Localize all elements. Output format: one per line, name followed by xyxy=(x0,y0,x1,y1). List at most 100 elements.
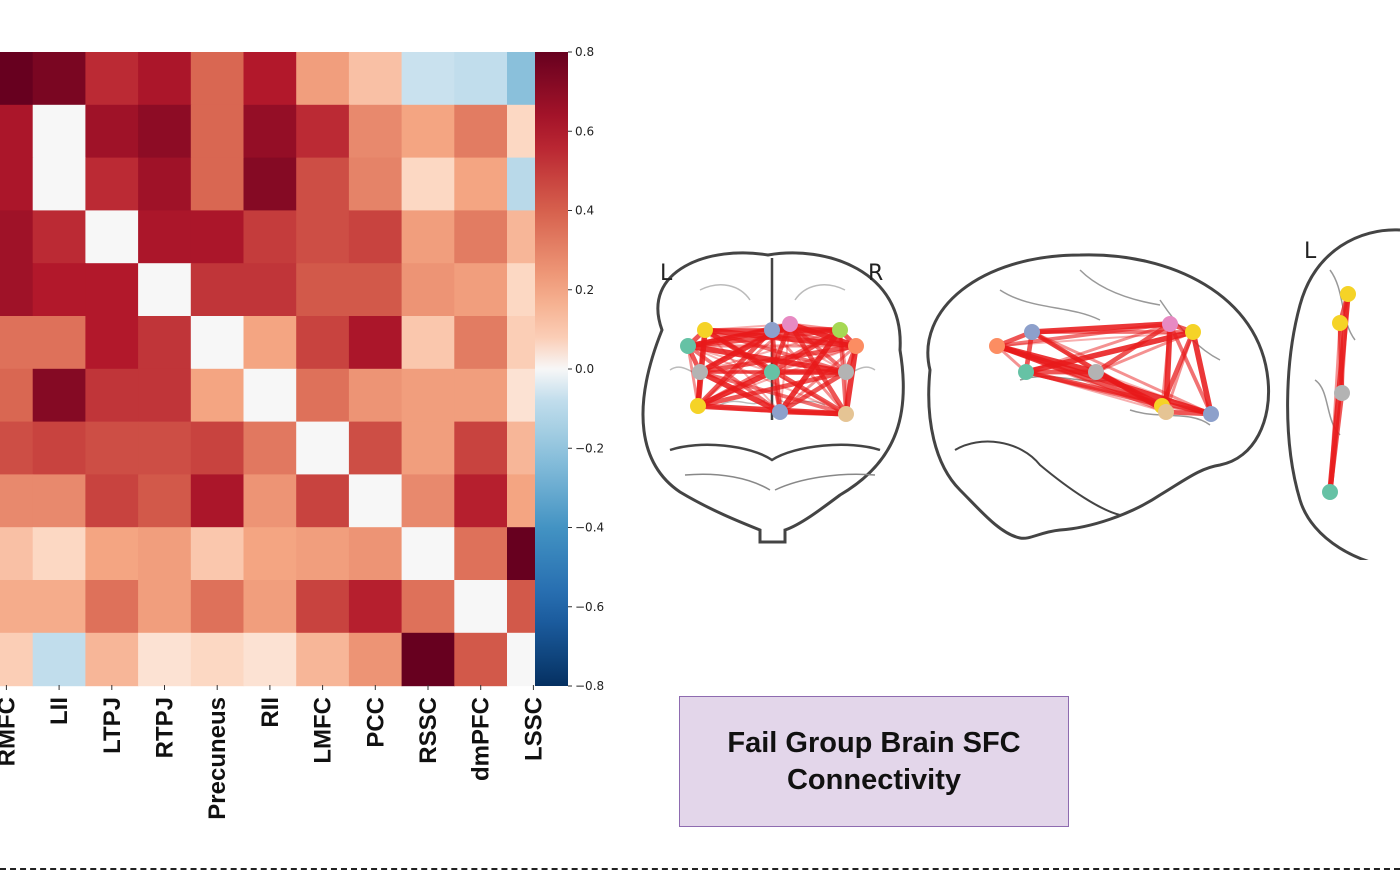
heatmap-cell xyxy=(32,368,86,423)
heatmap-cell xyxy=(0,632,34,687)
heatmap-cell xyxy=(138,421,192,475)
heatmap-cell xyxy=(296,580,350,634)
connection-edge xyxy=(1337,320,1345,396)
heatmap-cell xyxy=(138,316,192,370)
heatmap-cell xyxy=(454,157,508,211)
heatmap-cell xyxy=(454,580,508,634)
heatmap-cell xyxy=(243,210,297,264)
heatmap-cell xyxy=(190,368,245,423)
heatmap-cell xyxy=(296,527,350,581)
heatmap-cell xyxy=(190,632,245,687)
heatmap-cell xyxy=(0,157,34,211)
heatmap-cell xyxy=(32,527,86,581)
x-tick-label: RSSC xyxy=(415,697,442,764)
heatmap-cell xyxy=(85,527,139,581)
heatmap-cell xyxy=(401,316,455,370)
heatmap-cell xyxy=(190,210,245,264)
heatmap-cell xyxy=(85,580,139,634)
heatmap-cell xyxy=(454,368,508,423)
heatmap-cell xyxy=(454,104,508,159)
heatmap-cells xyxy=(0,52,561,690)
region-node xyxy=(764,322,780,338)
heatmap-cell xyxy=(348,632,403,687)
heatmap-cell xyxy=(32,263,86,317)
heatmap-cell xyxy=(243,580,297,634)
region-node xyxy=(1332,315,1348,331)
connection-edge xyxy=(687,345,847,415)
heatmap-cell xyxy=(190,263,245,317)
region-node xyxy=(832,322,848,338)
heatmap-cell xyxy=(243,527,297,581)
heatmap-cell xyxy=(0,580,34,634)
region-node xyxy=(848,338,864,354)
heatmap-cell xyxy=(85,52,139,106)
region-node xyxy=(690,398,706,414)
connection-edge xyxy=(787,321,859,349)
connection-edge xyxy=(777,369,849,415)
region-node xyxy=(1088,364,1104,380)
connection-edge xyxy=(697,369,783,415)
region-node xyxy=(772,404,788,420)
heatmap-cell xyxy=(138,474,192,528)
heatmap-cell xyxy=(85,104,139,159)
connection-edge xyxy=(843,343,859,417)
heatmap-cell xyxy=(85,157,139,211)
connection-edge xyxy=(1190,329,1214,417)
connection-edge xyxy=(1168,322,1213,416)
heatmap-cell xyxy=(243,263,297,317)
caption-line-2: Connectivity xyxy=(786,763,962,796)
heatmap-cell xyxy=(0,316,34,370)
connection-edge xyxy=(686,344,782,414)
connection-edge xyxy=(1095,371,1212,415)
heatmap-cell xyxy=(454,52,508,106)
heatmap-cell xyxy=(454,316,508,370)
heatmap-cell xyxy=(348,474,403,528)
heatmap-cell xyxy=(85,421,139,475)
heatmap-cell xyxy=(138,632,192,687)
heatmap-cell xyxy=(243,104,297,159)
heatmap-cell xyxy=(401,210,455,264)
region-node xyxy=(680,338,696,354)
region-node xyxy=(1162,316,1178,332)
connection-edge xyxy=(788,322,848,374)
connection-edge xyxy=(1023,329,1196,375)
coronal-right-label: R xyxy=(868,261,883,286)
connection-edge xyxy=(769,321,793,375)
colorbar-tick-label: 0.8 xyxy=(575,45,594,59)
heatmap-cell xyxy=(401,632,455,687)
x-tick-label: LII xyxy=(46,697,73,725)
brain-sagittal-view xyxy=(926,253,1271,540)
heatmap-cell xyxy=(296,421,350,475)
caption-line-1: Fail Group Brain SFC xyxy=(727,726,1021,759)
heatmap-cell xyxy=(401,580,455,634)
heatmap-cell xyxy=(190,527,245,581)
colorbar-tick-label: 0.0 xyxy=(575,362,594,376)
heatmap-cell xyxy=(296,157,350,211)
region-node xyxy=(1185,324,1201,340)
heatmap-cell xyxy=(243,368,297,423)
heatmap-cell xyxy=(0,52,34,106)
heatmap-cell xyxy=(454,421,508,475)
x-tick-label: PCC xyxy=(362,697,389,748)
heatmap-cell xyxy=(0,368,34,423)
connection-edge xyxy=(1164,330,1195,414)
heatmap-cell xyxy=(85,368,139,423)
heatmap-cell xyxy=(296,104,350,159)
heatmap-cell xyxy=(32,210,86,264)
region-node xyxy=(764,364,780,380)
glass-brain-connectome: L R L xyxy=(641,228,1400,560)
heatmap-cell xyxy=(401,421,455,475)
connection-edge xyxy=(787,321,849,417)
heatmap-cell xyxy=(138,52,192,106)
heatmap-cell xyxy=(190,316,245,370)
heatmap-cell xyxy=(296,263,350,317)
heatmap-cell xyxy=(0,421,34,475)
heatmap-cell xyxy=(296,474,350,528)
heatmap-cell xyxy=(348,368,403,423)
connection-edge xyxy=(777,409,849,417)
heatmap-cell xyxy=(454,632,508,687)
region-node xyxy=(989,338,1005,354)
heatmap-cell xyxy=(454,263,508,317)
colorbar-tick-label: 0.6 xyxy=(575,124,594,138)
connection-edge xyxy=(777,327,843,415)
